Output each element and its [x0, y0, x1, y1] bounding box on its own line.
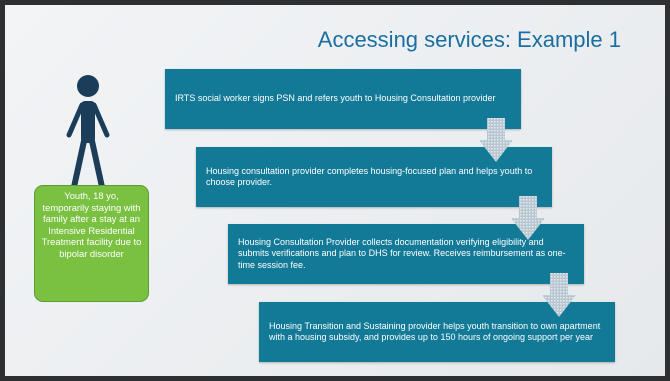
down-arrow-icon	[511, 196, 545, 240]
profile-box: Youth, 18 yo, temporarily staying with f…	[34, 185, 149, 302]
down-arrow-icon	[542, 273, 576, 317]
step-4-text: Housing Transition and Sustaining provid…	[269, 320, 601, 343]
slide-title: Accessing services: Example 1	[317, 27, 621, 52]
down-arrow-icon	[479, 118, 513, 162]
step-2-text: Housing consultation provider completes …	[206, 165, 533, 188]
person-icon	[66, 75, 110, 190]
step-1-text: IRTS social worker signs PSN and refers …	[175, 93, 496, 104]
step-3-text: Housing Consultation Provider collects d…	[238, 236, 566, 270]
step-1-box: IRTS social worker signs PSN and refers …	[165, 69, 521, 129]
step-3-box: Housing Consultation Provider collects d…	[228, 224, 584, 284]
